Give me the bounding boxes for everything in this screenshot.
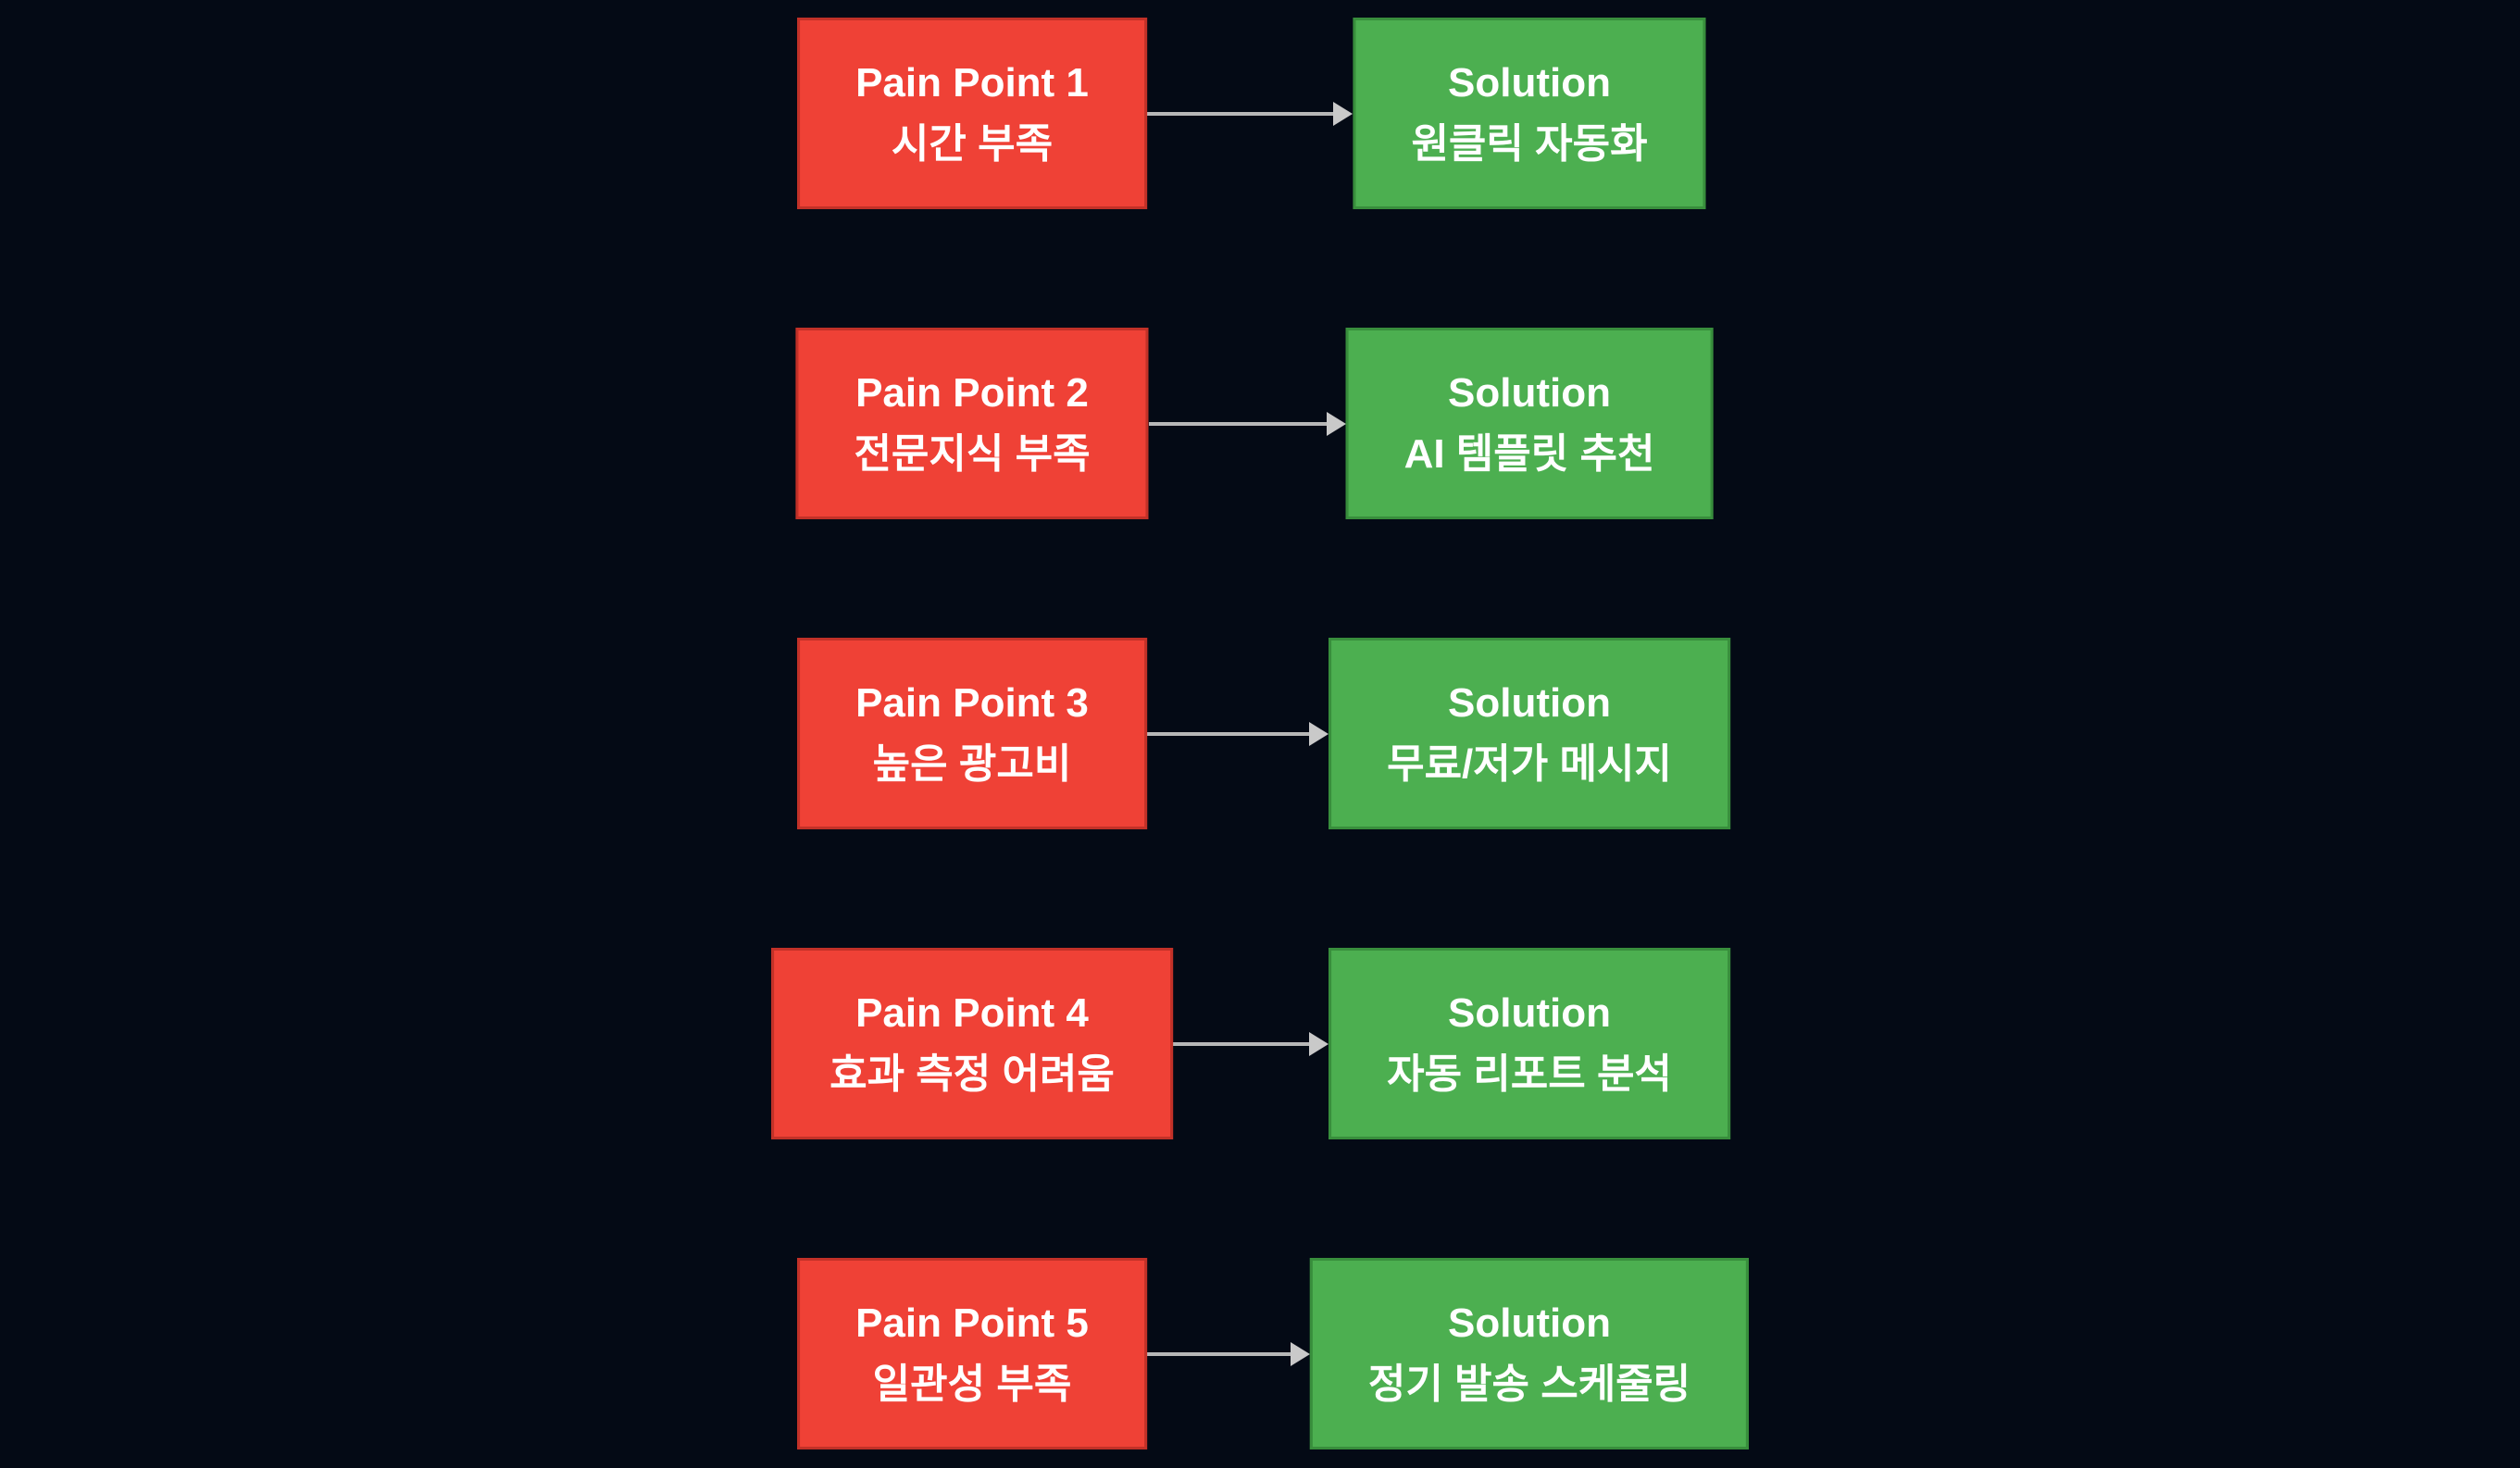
arrow-shaft	[1172, 1041, 1310, 1046]
pain-point-title: Pain Point 1	[855, 59, 1089, 106]
arrow-shaft	[1146, 1351, 1291, 1356]
arrow-shaft	[1146, 731, 1310, 736]
solution-label: AI 템플릿 추천	[1403, 430, 1655, 477]
pain-solution-row-5: Pain Point 5 일관성 부족 Solution 정기 발송 스케줄링	[0, 1258, 2520, 1449]
solution-label: 정기 발송 스케줄링	[1367, 1361, 1691, 1407]
arrow-shaft	[1146, 111, 1334, 116]
arrow-head-icon	[1290, 1341, 1310, 1366]
solution-label: 자동 리포트 분석	[1387, 1051, 1672, 1097]
arrow-connector-3	[1146, 721, 1329, 746]
pain-point-node-2: Pain Point 2 전문지식 부족	[795, 328, 1149, 519]
solution-node-5: Solution 정기 발송 스케줄링	[1309, 1258, 1750, 1449]
pain-point-node-4: Pain Point 4 효과 측정 어려움	[771, 948, 1173, 1139]
solution-label: 원클릭 자동화	[1411, 120, 1648, 167]
pain-solution-row-3: Pain Point 3 높은 광고비 Solution 무료/저가 메시지	[0, 638, 2520, 829]
solution-title: Solution	[1448, 369, 1611, 416]
solution-node-4: Solution 자동 리포트 분석	[1329, 948, 1730, 1139]
solution-title: Solution	[1448, 59, 1611, 106]
arrow-connector-4	[1172, 1031, 1329, 1056]
arrow-connector-2	[1148, 411, 1346, 436]
pain-point-label: 높은 광고비	[872, 740, 1072, 787]
solution-node-1: Solution 원클릭 자동화	[1353, 18, 1706, 209]
pain-point-label: 일관성 부족	[872, 1361, 1072, 1407]
solution-node-2: Solution AI 템플릿 추천	[1345, 328, 1714, 519]
pain-point-title: Pain Point 3	[855, 679, 1089, 726]
arrow-shaft	[1148, 421, 1327, 426]
arrow-connector-1	[1146, 101, 1354, 126]
arrow-head-icon	[1326, 411, 1346, 436]
solution-title: Solution	[1448, 679, 1611, 726]
pain-point-node-1: Pain Point 1 시간 부족	[797, 18, 1147, 209]
pain-solution-row-1: Pain Point 1 시간 부족 Solution 원클릭 자동화	[0, 18, 2520, 209]
pain-point-node-3: Pain Point 3 높은 광고비	[797, 638, 1147, 829]
solution-label: 무료/저가 메시지	[1387, 740, 1672, 787]
pain-point-title: Pain Point 2	[855, 369, 1089, 416]
arrow-connector-5	[1146, 1341, 1310, 1366]
solution-title: Solution	[1448, 989, 1611, 1036]
arrow-head-icon	[1333, 101, 1354, 126]
solution-node-3: Solution 무료/저가 메시지	[1329, 638, 1730, 829]
pain-point-label: 전문지식 부족	[854, 430, 1091, 477]
pain-point-node-5: Pain Point 5 일관성 부족	[797, 1258, 1147, 1449]
pain-solution-row-2: Pain Point 2 전문지식 부족 Solution AI 템플릿 추천	[0, 328, 2520, 519]
pain-point-title: Pain Point 4	[855, 989, 1089, 1036]
pain-solution-row-4: Pain Point 4 효과 측정 어려움 Solution 자동 리포트 분…	[0, 948, 2520, 1139]
pain-point-title: Pain Point 5	[855, 1300, 1089, 1346]
pain-point-label: 시간 부족	[891, 120, 1054, 167]
solution-title: Solution	[1448, 1300, 1611, 1346]
pain-point-label: 효과 측정 어려움	[830, 1051, 1115, 1097]
arrow-head-icon	[1309, 1031, 1329, 1056]
arrow-head-icon	[1309, 721, 1329, 746]
